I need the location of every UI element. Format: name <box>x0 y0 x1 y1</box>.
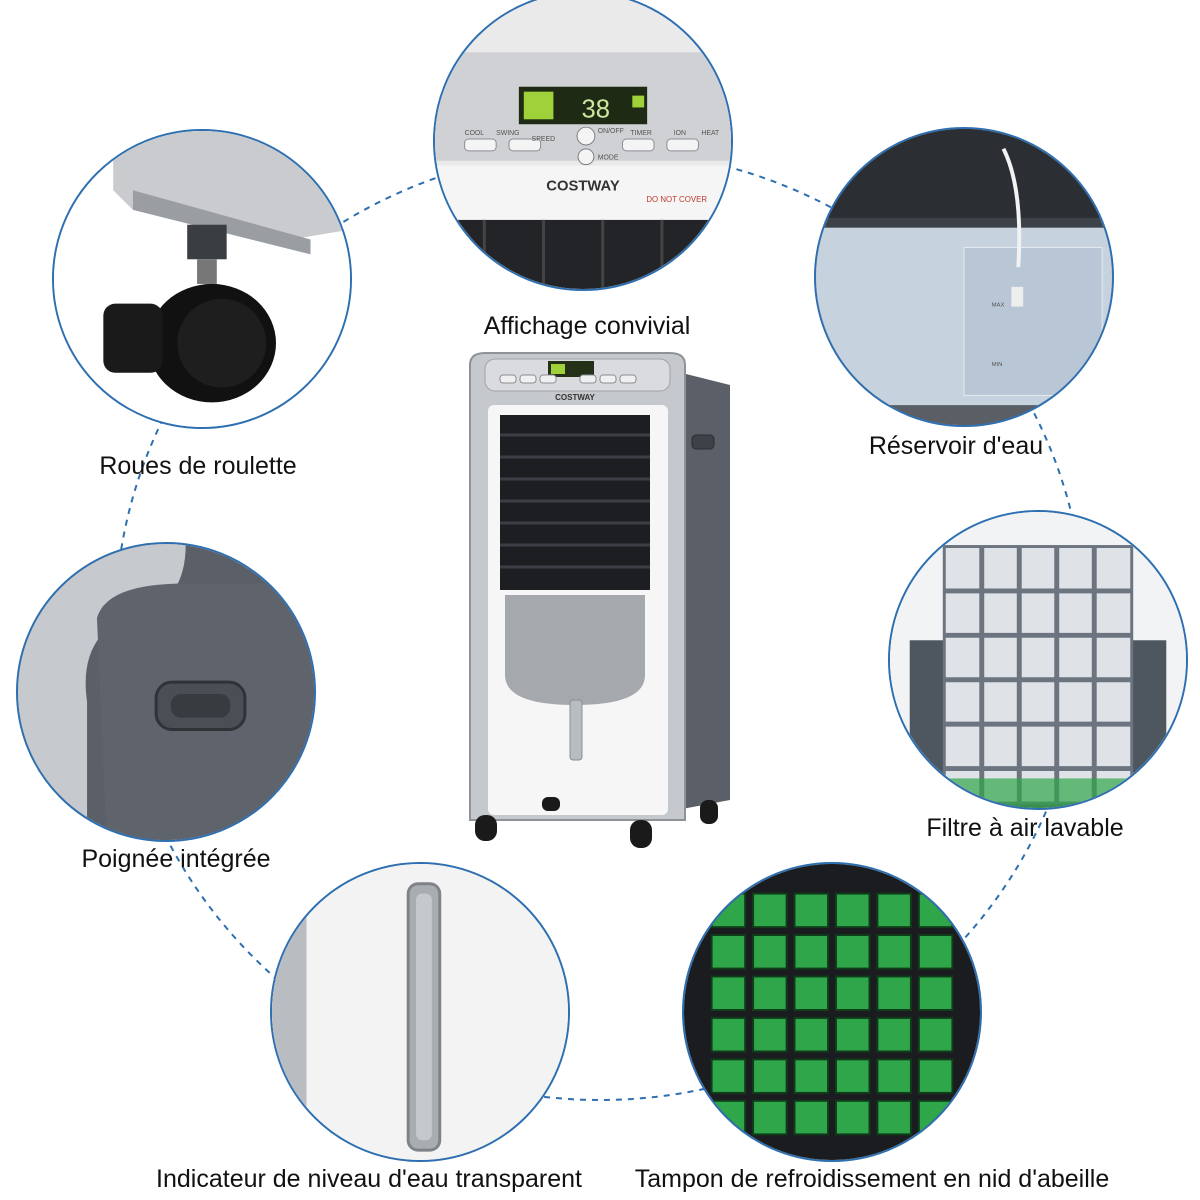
pad-cell <box>793 934 830 970</box>
btn-label-swing: SWING <box>496 130 519 137</box>
pad-cell <box>793 1016 830 1053</box>
pad-cell <box>834 1016 871 1053</box>
caption-display: Affichage convivial <box>483 312 691 340</box>
air-cooler-product-image: COSTWAY <box>469 352 730 848</box>
cooling-pad-circle <box>682 862 982 1162</box>
pad-cell <box>710 1058 747 1094</box>
pad-cell <box>917 892 954 929</box>
pad-cell <box>710 1099 747 1136</box>
pad-cell <box>834 934 871 970</box>
do-not-cover-label: DO NOT COVER <box>646 195 707 204</box>
tank-max-label: MAX <box>992 303 1005 309</box>
pad-cell <box>917 1099 954 1136</box>
pad-cell <box>834 1058 871 1094</box>
pad-cell <box>876 1099 912 1136</box>
caption-level: Indicateur de niveau d'eau transparent <box>156 1165 582 1193</box>
btn-label-timer: TIMER <box>630 130 651 137</box>
pad-cell <box>876 1058 912 1094</box>
pad-cell <box>752 975 788 1012</box>
tank-min-label: MIN <box>992 362 1003 368</box>
pad-cell <box>917 1016 954 1053</box>
pad-cell <box>876 975 912 1012</box>
wheels-circle <box>52 129 352 429</box>
display-panel-circle: 38 COOL SWING SPEED ON/OFF TIMER ION HEA… <box>433 0 733 291</box>
panel-brand-logo: COSTWAY <box>546 178 620 194</box>
pad-cell <box>793 1099 830 1136</box>
btn-label-speed: SPEED <box>532 136 555 143</box>
pad-cell <box>917 975 954 1012</box>
pad-cell <box>917 1058 954 1094</box>
btn-label-ion: ION <box>674 130 686 137</box>
pad-cell <box>710 975 747 1012</box>
pad-cell <box>710 934 747 970</box>
btn-label-mode: MODE <box>598 155 619 162</box>
pad-cell <box>834 892 871 929</box>
pad-cell <box>752 892 788 929</box>
btn-label-heat: HEAT <box>701 130 720 137</box>
pad-cell <box>793 892 830 929</box>
caption-tank: Réservoir d'eau <box>868 432 1044 460</box>
pad-cell <box>876 892 912 929</box>
water-level-circle <box>270 862 570 1162</box>
pad-cell <box>876 1016 912 1053</box>
caption-wheels: Roues de roulette <box>99 452 297 480</box>
air-filter-circle <box>888 510 1188 810</box>
pad-cell <box>752 1099 788 1136</box>
pad-cell <box>793 1058 830 1094</box>
caption-pad: Tampon de refroidissement en nid d'abeil… <box>634 1165 1110 1193</box>
pad-cell <box>752 1016 788 1053</box>
pad-cell <box>752 934 788 970</box>
pad-cell <box>710 1016 747 1053</box>
caption-filter: Filtre à air lavable <box>926 814 1124 842</box>
caption-handle: Poignée intégrée <box>81 845 271 873</box>
pad-cell <box>710 892 747 929</box>
btn-label-onoff: ON/OFF <box>598 128 624 135</box>
pad-cell <box>793 975 830 1012</box>
pad-cell <box>834 1099 871 1136</box>
product-brand-label: COSTWAY <box>555 393 595 402</box>
lcd-temperature: 38 <box>582 95 611 123</box>
handle-circle <box>16 542 316 842</box>
pad-cell <box>917 934 954 970</box>
pad-cell <box>752 1058 788 1094</box>
water-tank-circle: MAX MIN <box>814 127 1114 427</box>
btn-label-cool: COOL <box>465 130 485 137</box>
pad-cell <box>876 934 912 970</box>
pad-cell <box>834 975 871 1012</box>
